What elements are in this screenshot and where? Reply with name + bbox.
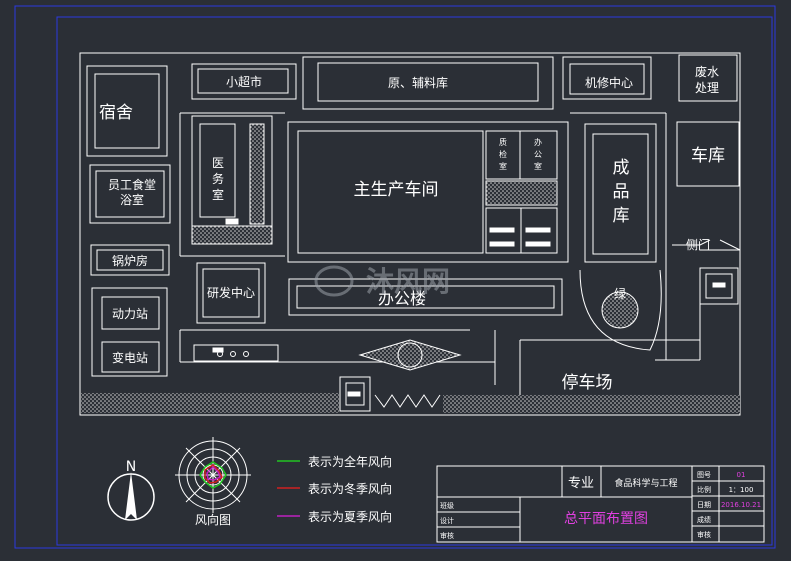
raw-materials-building [302,56,554,110]
main-gate-booth [339,376,371,412]
finished-label-3: 库 [613,206,630,226]
title-block-text: 专业 食品科学与工程 总平面布置图 班级 设计 审核 图号 01 比例 1：10… [440,471,761,540]
wind-rose [175,437,251,513]
office-room-label-3: 室 [534,161,542,171]
legend-winter: 表示为冬季风向 [308,481,392,496]
qc-label-1: 质 [499,137,507,147]
wastewater-building [678,54,738,102]
green-label: 绿 [614,286,626,301]
finished-label-1: 成 [613,158,630,178]
power-substation-block [91,287,168,377]
field-scale-label: 比例 [697,485,711,494]
watermark-text: 沐风网 [366,265,450,298]
garage-label: 车库 [691,146,725,166]
wastewater-label-2: 处理 [695,81,719,95]
legend-summer: 表示为夏季风向 [308,509,392,524]
field-date-label: 日期 [697,501,711,509]
parking-label: 停车场 [562,373,613,393]
main-workshop [297,130,484,254]
substation [101,341,160,373]
row-label-review: 审核 [440,531,454,540]
outer-border [14,5,776,549]
north-arrow: N [107,459,155,521]
field-scale-value: 1：100 [729,486,754,494]
medical-label-1: 医 [212,156,224,170]
canteen-building [89,164,171,224]
major-value: 食品科学与工程 [614,477,677,489]
wastewater-label-1: 废水 [695,64,719,79]
supermarket-label: 小超市 [226,74,262,89]
office-room [519,130,558,180]
legend-annual: 表示为全年风向 [308,454,392,469]
row-label-design: 设计 [440,516,454,525]
guard-box [699,267,739,305]
side-gate-label: 侧门 [686,237,710,252]
green-area [601,291,639,329]
canteen-label-2: 浴室 [120,192,144,207]
boiler-label: 锅炉房 [112,253,148,268]
finished-label-2: 品 [613,182,630,202]
main-workshop-label: 主生产车间 [354,180,439,200]
qc-label-2: 检 [499,149,507,159]
finished-goods-building [584,123,657,263]
supermarket-building [191,63,297,100]
main-gate [374,394,441,408]
drawing-title: 总平面布置图 [564,511,648,527]
medical-label-2: 务 [212,171,224,186]
rd-center-label: 研发中心 [207,285,255,300]
office-room-label-2: 公 [534,150,542,159]
greenbelt-right [443,395,740,413]
field-date-value: 2016.10.21 [721,501,761,509]
dormitory-building [86,65,168,157]
office-room-label-1: 办 [534,137,542,147]
boiler-building [90,244,170,276]
qc-label-3: 室 [499,161,507,171]
raw-materials-label: 原、辅料库 [388,75,448,90]
canteen-label-1: 员工食堂 [108,177,156,192]
power-station [101,296,160,330]
power-station-label: 动力站 [112,307,148,321]
major-label: 专业 [568,476,594,491]
north-label: N [126,459,136,475]
wind-rose-caption: 风向图 [195,512,231,527]
title-block [436,465,765,543]
office-building [288,278,563,316]
field-review-label: 审核 [697,530,711,539]
office-building-label: 办公楼 [378,289,426,308]
substation-label: 变电站 [112,350,148,365]
site-boundary [79,52,741,416]
repair-center-label: 机修中心 [585,75,633,90]
greenbelt-left [81,393,339,413]
dormitory-label: 宿舍 [99,103,133,123]
medical-label-3: 室 [212,187,224,202]
garage-building [676,121,740,187]
repair-center-building [562,56,652,100]
watermark: 沐风网 [314,265,450,298]
row-label-class: 班级 [440,501,454,510]
field-grade-label: 成绩 [697,515,711,524]
inner-border [56,16,773,546]
field-drawing-no-label: 图号 [697,471,711,479]
field-drawing-no-value: 01 [737,471,746,479]
rd-center-building [196,262,266,324]
